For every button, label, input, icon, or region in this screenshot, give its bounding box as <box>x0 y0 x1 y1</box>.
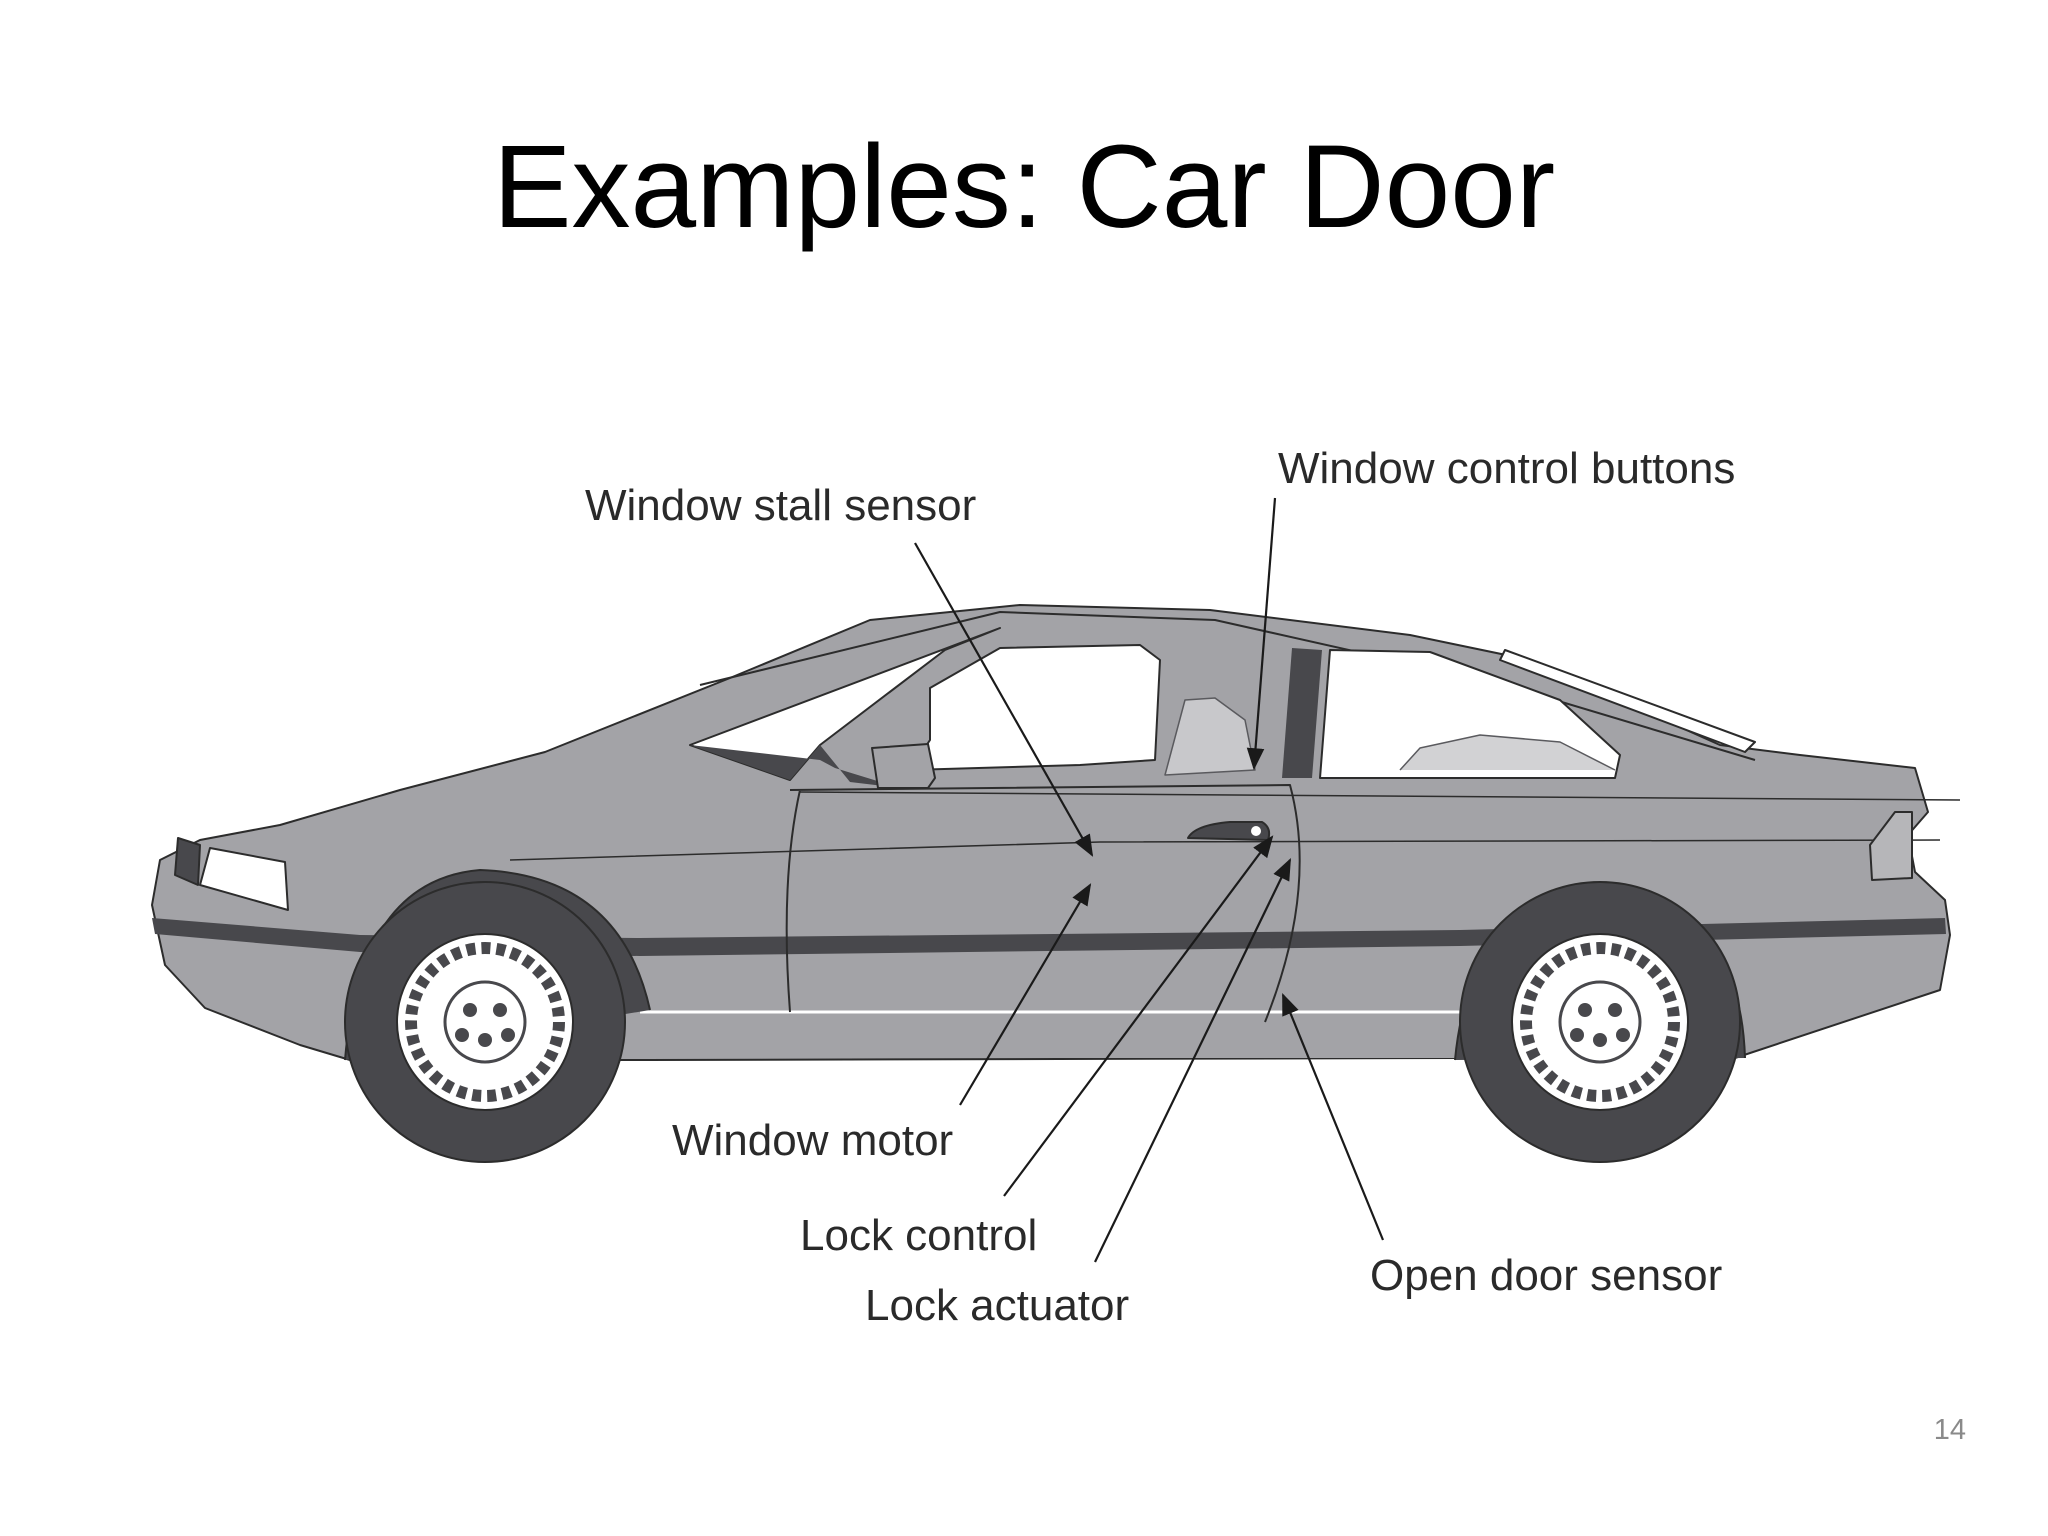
label-window-stall-sensor: Window stall sensor <box>585 481 976 530</box>
windshield <box>689 627 1001 781</box>
arrow-window-stall-sensor <box>914 542 1094 857</box>
arrow-lock-control <box>1003 835 1274 1197</box>
side-mirror <box>871 743 936 789</box>
door-outline <box>785 784 1301 1023</box>
label-lock-control: Lock control <box>800 1211 1037 1260</box>
arrow-open-door-sensor <box>1281 992 1385 1241</box>
headlight <box>199 847 289 911</box>
callout-arrows <box>914 497 1385 1263</box>
label-window-control-buttons: Window control buttons <box>1278 444 1735 493</box>
b-pillar <box>1282 648 1322 778</box>
arrow-window-motor <box>959 883 1092 1106</box>
slide-title: Examples: Car Door <box>492 121 1556 253</box>
label-open-door-sensor: Open door sensor <box>1370 1251 1722 1300</box>
car-illustration <box>151 604 1961 1163</box>
arrow-window-control-buttons <box>1246 497 1277 771</box>
label-lock-actuator: Lock actuator <box>865 1281 1129 1330</box>
label-window-motor: Window motor <box>672 1116 953 1165</box>
arrow-lock-actuator <box>1094 858 1291 1263</box>
page-number: 14 <box>1933 1414 1966 1446</box>
